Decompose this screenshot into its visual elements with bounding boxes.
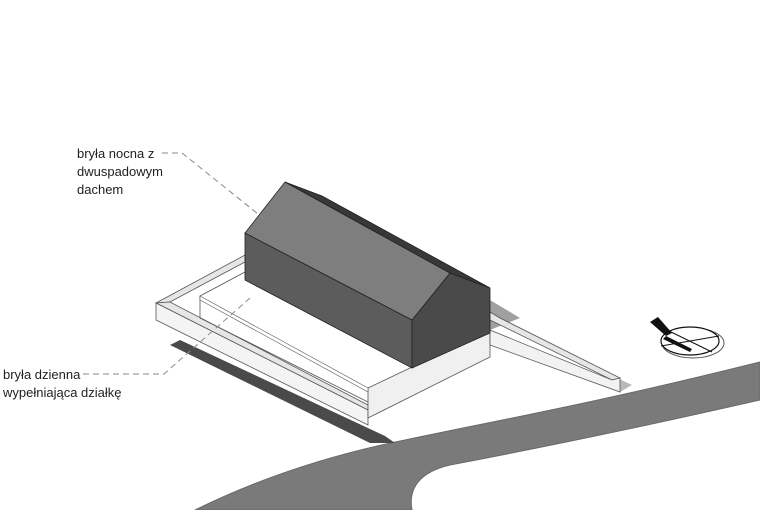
day-volume-top-edge [199, 295, 369, 393]
perimeter-wall-right-side [489, 329, 621, 393]
label-night-line-3: dachem [77, 182, 124, 197]
leader-line-day [83, 297, 251, 375]
label-night-line-1: bryła nocna z [77, 146, 155, 161]
label-night-volume: bryła nocna z dwuspadowym dachem [77, 145, 163, 199]
road [194, 361, 760, 510]
label-day-line-2: wypełniająca działkę [3, 385, 122, 400]
perimeter-wall-front-side [155, 302, 369, 426]
label-night-line-2: dwuspadowym [77, 164, 163, 179]
north-arrow-compass-icon [650, 317, 725, 359]
label-day-line-1: bryła dzienna [3, 367, 81, 382]
wall-shadow-front [170, 340, 395, 443]
wall-shadow-right [617, 378, 632, 392]
leader-line-night [162, 152, 269, 223]
courtyard-outline [199, 296, 369, 403]
courtyard-outline-top [199, 271, 246, 297]
night-volume-roof-back [284, 181, 491, 289]
label-day-volume: bryła dzienna wypełniająca działkę [3, 366, 122, 402]
